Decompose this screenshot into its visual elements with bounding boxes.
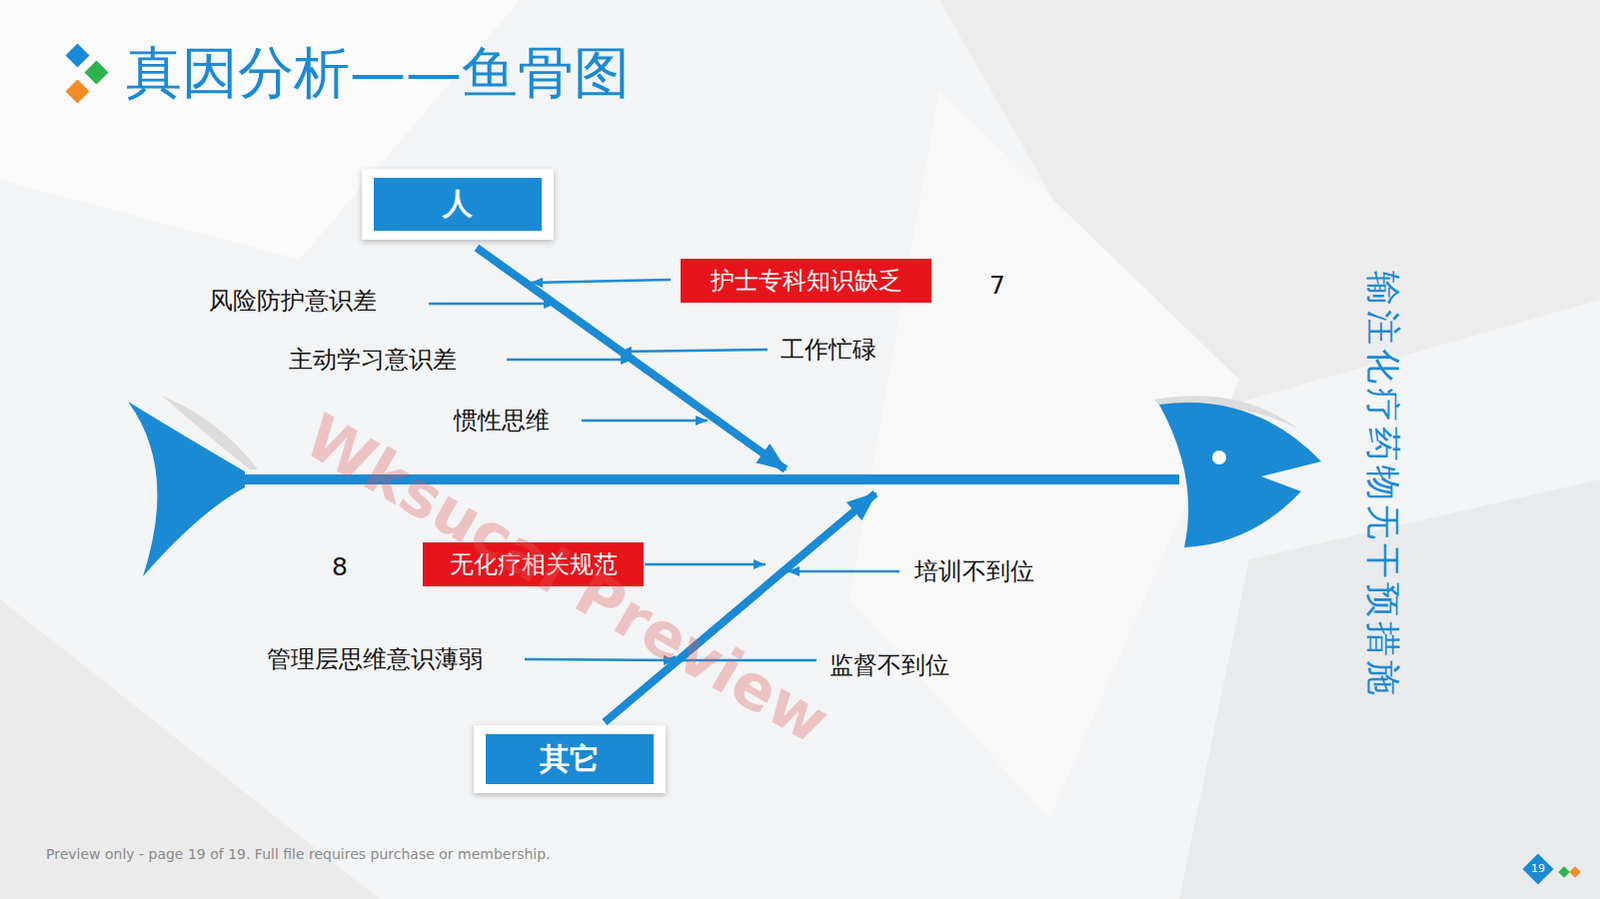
page-badge-dot xyxy=(1558,866,1570,878)
watermark: Wksucai Preview xyxy=(293,402,840,758)
cause-text: 护士专科知识缺乏 xyxy=(710,264,903,297)
category-label: 其它 xyxy=(485,734,654,785)
cause-text: 培训不到位 xyxy=(914,558,1035,585)
cause-text: 无化疗相关规范 xyxy=(449,548,618,581)
cause-box: 护士专科知识缺乏 xyxy=(680,258,932,303)
cause-text: 风险防护意识差 xyxy=(208,287,377,314)
cause-arrow xyxy=(619,349,768,352)
callout-number: 7 xyxy=(989,271,1006,300)
cause-arrow xyxy=(428,302,556,306)
fish-eye xyxy=(1212,450,1227,465)
title-icon xyxy=(83,59,108,84)
page-number: 19 xyxy=(1531,863,1546,876)
cause-text: 惯性思维 xyxy=(453,407,550,434)
fish-tail xyxy=(127,401,245,577)
cause-arrow xyxy=(506,358,633,362)
fish-spine xyxy=(234,474,1180,485)
category-label: 人 xyxy=(373,177,542,231)
title-icon xyxy=(64,78,89,103)
cause-text: 工作忙碌 xyxy=(780,336,877,363)
footer-note: Preview only - page 19 of 19. Full file … xyxy=(45,847,551,863)
category-box: 人 xyxy=(361,168,554,240)
cause-arrow xyxy=(530,279,671,283)
cause-arrow xyxy=(644,563,766,567)
cause-text: 监督不到位 xyxy=(829,652,950,679)
page-badge xyxy=(1522,853,1554,885)
callout-number: 8 xyxy=(331,553,348,582)
cause-arrow xyxy=(787,570,900,574)
category-box: 其它 xyxy=(473,725,666,794)
title-icon xyxy=(64,42,89,67)
fish-head xyxy=(1159,402,1322,548)
cause-text: 管理层思维意识薄弱 xyxy=(266,646,483,673)
page-badge-dot xyxy=(1569,866,1581,878)
cause-box: 无化疗相关规范 xyxy=(422,542,644,587)
slide-title: 真因分析——鱼骨图 xyxy=(125,41,630,104)
cause-arrow xyxy=(524,659,676,661)
main-bone xyxy=(604,493,876,723)
cause-text: 主动学习意识差 xyxy=(288,346,457,373)
cause-arrow xyxy=(581,419,708,423)
problem-statement: 输注化疗药物无干预措施 xyxy=(1363,270,1403,700)
cause-arrow xyxy=(663,659,817,663)
